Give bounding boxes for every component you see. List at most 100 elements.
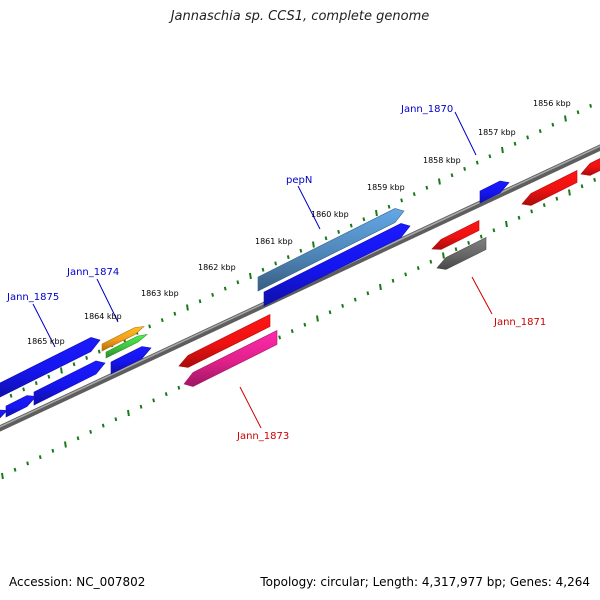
outer-tick <box>286 255 290 260</box>
gene-arrow-reverse-3 <box>431 220 480 250</box>
outer-tick <box>538 129 542 134</box>
inner-tick <box>38 455 42 460</box>
outer-tick <box>22 387 26 392</box>
gene-arrow-reverse-1 <box>521 170 578 206</box>
inner-tick <box>139 404 143 409</box>
outer-tick <box>564 115 567 122</box>
inner-tick <box>580 184 584 189</box>
inner-tick <box>164 392 168 397</box>
inner-tick <box>379 283 382 291</box>
outer-tick <box>425 185 429 190</box>
inner-tick <box>492 228 496 233</box>
outer-tick <box>349 223 353 228</box>
inner-tick <box>328 310 332 315</box>
inner-tick <box>114 417 118 422</box>
inner-tick <box>530 209 534 214</box>
gene-arrow-reverse-4 <box>178 314 271 368</box>
inner-tick <box>64 441 67 448</box>
kbp-markers: 1856 kbp 1857 kbp 1858 kbp 1859 kbp 1860 kbp… <box>27 99 571 346</box>
inner-tick <box>555 196 559 201</box>
inner-tick <box>341 303 345 308</box>
inner-tick <box>177 385 181 390</box>
inner-tick <box>290 329 294 334</box>
inner-tick <box>568 189 571 196</box>
outer-tick <box>72 362 76 367</box>
gene-arrow-forward-1 <box>110 346 152 375</box>
kbp-marker-label: 1858 kbp <box>423 156 461 165</box>
kbp-marker-label: 1865 kbp <box>27 337 65 346</box>
inner-tick <box>593 177 597 182</box>
callout-line <box>239 386 262 429</box>
outer-tick <box>34 381 38 386</box>
gene-label: Jann_1871 <box>493 317 546 328</box>
callout-line <box>96 278 119 323</box>
inner-tick <box>505 220 508 228</box>
outer-tick <box>211 292 215 297</box>
gene-arrow-reverse-2 <box>580 158 600 176</box>
inner-tick <box>542 203 546 208</box>
outer-tick-track <box>9 103 593 398</box>
gene-arrow-jann-1870 <box>479 180 510 204</box>
kbp-marker-label: 1864 kbp <box>84 312 122 321</box>
gene-features <box>0 158 600 419</box>
outer-tick <box>9 393 13 398</box>
outer-tick <box>450 173 454 178</box>
inner-tick <box>366 291 370 296</box>
gene-label: Jann_1870 <box>400 104 453 115</box>
outer-tick <box>173 311 177 316</box>
kbp-marker-label: 1857 kbp <box>478 128 516 137</box>
gene-arrow-jann-1873 <box>183 330 278 387</box>
gene-label: Jann_1875 <box>6 292 59 303</box>
outer-tick <box>312 241 315 248</box>
outer-tick <box>337 229 341 234</box>
gene-arrow-forward-3 <box>5 395 37 418</box>
inner-tick <box>454 247 458 252</box>
inner-tick <box>517 215 521 220</box>
inner-tick <box>26 461 30 466</box>
kbp-marker-label: 1863 kbp <box>141 289 179 298</box>
outer-tick <box>261 267 265 272</box>
kbp-marker-label: 1859 kbp <box>367 183 405 192</box>
kbp-marker-label: 1861 kbp <box>255 237 293 246</box>
inner-tick <box>89 429 93 434</box>
outer-tick <box>97 349 101 354</box>
inner-tick <box>429 259 433 264</box>
gene-arrow-jann-1875 <box>0 337 101 398</box>
accession-text: Accession: NC_007802 <box>9 575 146 589</box>
outer-tick <box>526 135 530 140</box>
outer-tick <box>60 367 63 374</box>
inner-tick <box>316 315 319 322</box>
outer-tick <box>589 103 593 108</box>
callout-line <box>32 303 56 348</box>
outer-tick <box>148 324 152 329</box>
inner-tick <box>416 266 420 271</box>
outer-tick <box>412 192 416 197</box>
inner-tick-track <box>1 177 597 480</box>
inner-tick <box>467 240 471 245</box>
inner-tick <box>76 436 80 441</box>
inner-tick <box>278 335 282 340</box>
callout-line <box>454 111 477 156</box>
kbp-marker-label: 1856 kbp <box>533 99 571 108</box>
gene-arrow-jann-1874-green <box>105 334 149 359</box>
inner-tick <box>479 234 483 239</box>
outer-tick <box>438 178 441 185</box>
outer-tick <box>375 209 378 217</box>
outer-tick <box>324 236 328 241</box>
gene-arrow-forward-4 <box>0 409 8 419</box>
callout-line <box>471 276 493 315</box>
topology-text: Topology: circular; Length: 4,317,977 bp… <box>260 575 590 589</box>
gene-arrow-pepn-upper <box>257 208 405 292</box>
outer-tick <box>362 217 366 222</box>
outer-tick <box>186 304 189 311</box>
inner-tick <box>101 423 105 428</box>
gene-arrow-forward-2 <box>33 360 106 406</box>
callout-line <box>297 185 321 230</box>
kbp-marker-label: 1860 kbp <box>311 210 349 219</box>
gene-arrow-jann-1871 <box>436 237 487 270</box>
outer-tick <box>85 355 89 360</box>
outer-tick <box>299 248 303 253</box>
outer-tick <box>223 286 227 291</box>
outer-tick <box>551 122 555 127</box>
